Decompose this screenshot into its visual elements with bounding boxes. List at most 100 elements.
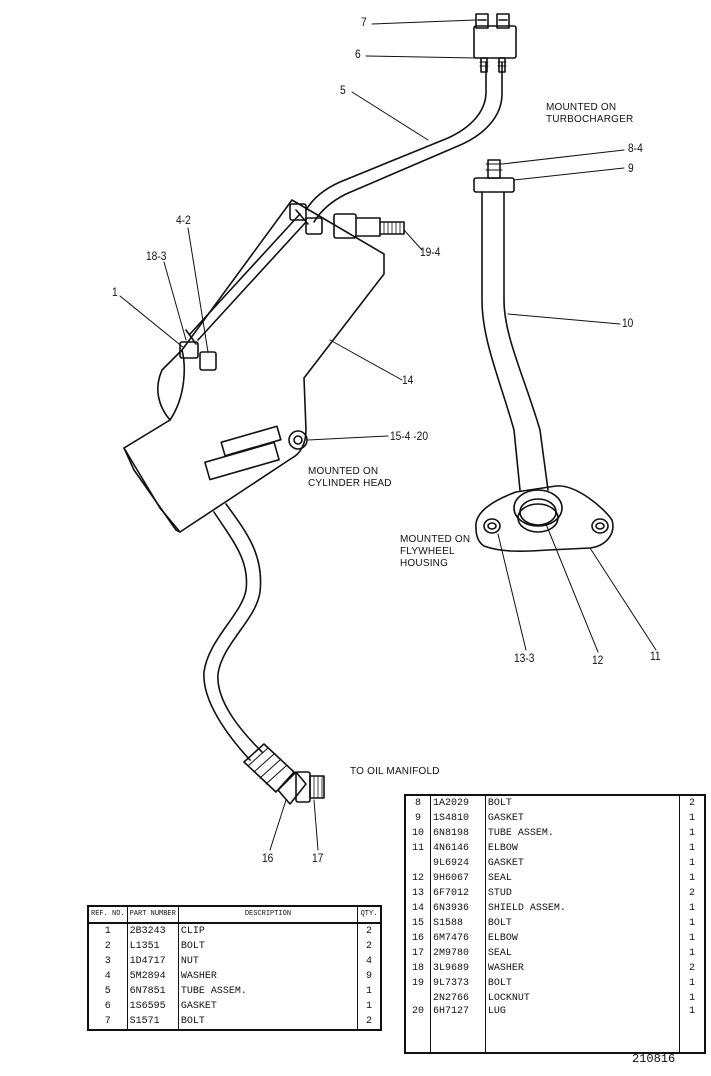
callout-5: 5 bbox=[340, 83, 346, 97]
qty-cell: 1 bbox=[689, 993, 696, 1004]
table-header-row: REF. NO. PART NUMBER DESCRIPTION QTY. bbox=[88, 906, 381, 924]
qty-cell: 2 bbox=[366, 926, 373, 937]
part-number-cell: 5M2894 bbox=[127, 969, 179, 984]
description-cell: LOCKNUT bbox=[485, 991, 681, 1006]
callout-13-3: 13-3 bbox=[514, 651, 535, 665]
qty-cell: 1 bbox=[689, 978, 696, 989]
ref-no-cell bbox=[405, 991, 431, 1006]
bolt-19 bbox=[333, 213, 405, 239]
ref-no-cell: 14 bbox=[405, 901, 431, 916]
description-cell: WASHER bbox=[178, 969, 359, 984]
note-cylinder-head: MOUNTED ON CYLINDER HEAD bbox=[308, 466, 392, 489]
lower-tube bbox=[203, 503, 263, 761]
description-cell: GASKET bbox=[485, 811, 681, 826]
qty-cell: 1 bbox=[689, 873, 696, 884]
part-number-cell: 2M9780 bbox=[430, 946, 486, 961]
part-number-cell: 6N3936 bbox=[430, 901, 486, 916]
note-oil-manifold: TO OIL MANIFOLD bbox=[350, 766, 440, 777]
description-cell: SHIELD ASSEM. bbox=[485, 901, 681, 916]
callout-17: 17 bbox=[312, 851, 324, 865]
part-number-cell: 2N2766 bbox=[430, 991, 486, 1006]
qty-cell: 1 bbox=[689, 948, 696, 959]
description-cell: BOLT bbox=[178, 939, 359, 954]
description-cell: STUD bbox=[485, 886, 681, 901]
part-number-cell: L1351 bbox=[127, 939, 179, 954]
bolt-block-6-7 bbox=[473, 13, 517, 73]
part-number-cell: 9H6067 bbox=[430, 871, 486, 886]
description-cell: BOLT bbox=[485, 916, 681, 931]
qty-cell: 2 bbox=[366, 1016, 373, 1027]
description-cell: ELBOW bbox=[485, 841, 681, 856]
part-number-cell: 4N6146 bbox=[430, 841, 486, 856]
description-cell: BOLT bbox=[485, 795, 681, 811]
note-flywheel-housing: MOUNTED ON FLYWHEEL HOUSING bbox=[400, 534, 471, 569]
part-number-cell: 9L6924 bbox=[430, 856, 486, 871]
qty-cell: 2 bbox=[689, 888, 696, 899]
description-cell: TUBE ASSEM. bbox=[485, 826, 681, 841]
part-number-cell: 6M7476 bbox=[430, 931, 486, 946]
description-cell: BOLT bbox=[178, 1014, 359, 1030]
description-cell: TUBE ASSEM. bbox=[178, 984, 359, 999]
ref-no-cell: 9 bbox=[405, 811, 431, 826]
ref-no-cell: 15 bbox=[405, 916, 431, 931]
header-qty: QTY. bbox=[357, 906, 381, 924]
callout-1: 1 bbox=[112, 285, 118, 299]
part-number-cell: 6H7127 bbox=[430, 1006, 486, 1053]
qty-cell: 4 bbox=[366, 956, 373, 967]
description-cell: GASKET bbox=[178, 999, 359, 1014]
callout-7: 7 bbox=[361, 15, 367, 29]
qty-cell: 1 bbox=[689, 843, 696, 854]
ref-no-cell: 2 bbox=[88, 939, 128, 954]
ref-no-cell: 11 bbox=[405, 841, 431, 856]
part-number-cell: 9L7373 bbox=[430, 976, 486, 991]
qty-cell: 1 bbox=[689, 828, 696, 839]
part-number-cell: 6N7851 bbox=[127, 984, 179, 999]
note-turbocharger: MOUNTED ON TURBOCHARGER bbox=[546, 102, 634, 125]
elbow-16 bbox=[243, 743, 307, 805]
shield-assembly-14 bbox=[123, 199, 385, 533]
qty-cell: 1 bbox=[689, 903, 696, 914]
qty-cell: 1 bbox=[366, 1001, 373, 1012]
ref-no-cell: 5 bbox=[88, 984, 128, 999]
ref-no-cell: 6 bbox=[88, 999, 128, 1014]
qty-cell: 1 bbox=[689, 858, 696, 869]
ref-no-cell: 12 bbox=[405, 871, 431, 886]
callout-6: 6 bbox=[355, 47, 361, 61]
tube-assembly-10 bbox=[473, 159, 549, 491]
qty-cell: 9 bbox=[366, 971, 373, 982]
ref-no-cell: 20 bbox=[405, 1006, 431, 1053]
ref-no-cell: 4 bbox=[88, 969, 128, 984]
leader-lines bbox=[119, 19, 657, 851]
qty-cell: 2 bbox=[366, 941, 373, 952]
ref-no-cell: 7 bbox=[88, 1014, 128, 1030]
callout-9: 9 bbox=[628, 161, 634, 175]
description-cell: GASKET bbox=[485, 856, 681, 871]
part-number-cell: S1588 bbox=[430, 916, 486, 931]
ref-no-cell: 17 bbox=[405, 946, 431, 961]
header-ref-no: REF. NO. bbox=[88, 906, 128, 924]
qty-cell: 1 bbox=[689, 918, 696, 929]
qty-cell: 2 bbox=[689, 798, 696, 809]
qty-cell: 2 bbox=[689, 963, 696, 974]
part-number-cell: 1D4717 bbox=[127, 954, 179, 969]
callout-15-4-20: 15-4 -20 bbox=[390, 429, 428, 443]
callout-16: 16 bbox=[262, 851, 274, 865]
